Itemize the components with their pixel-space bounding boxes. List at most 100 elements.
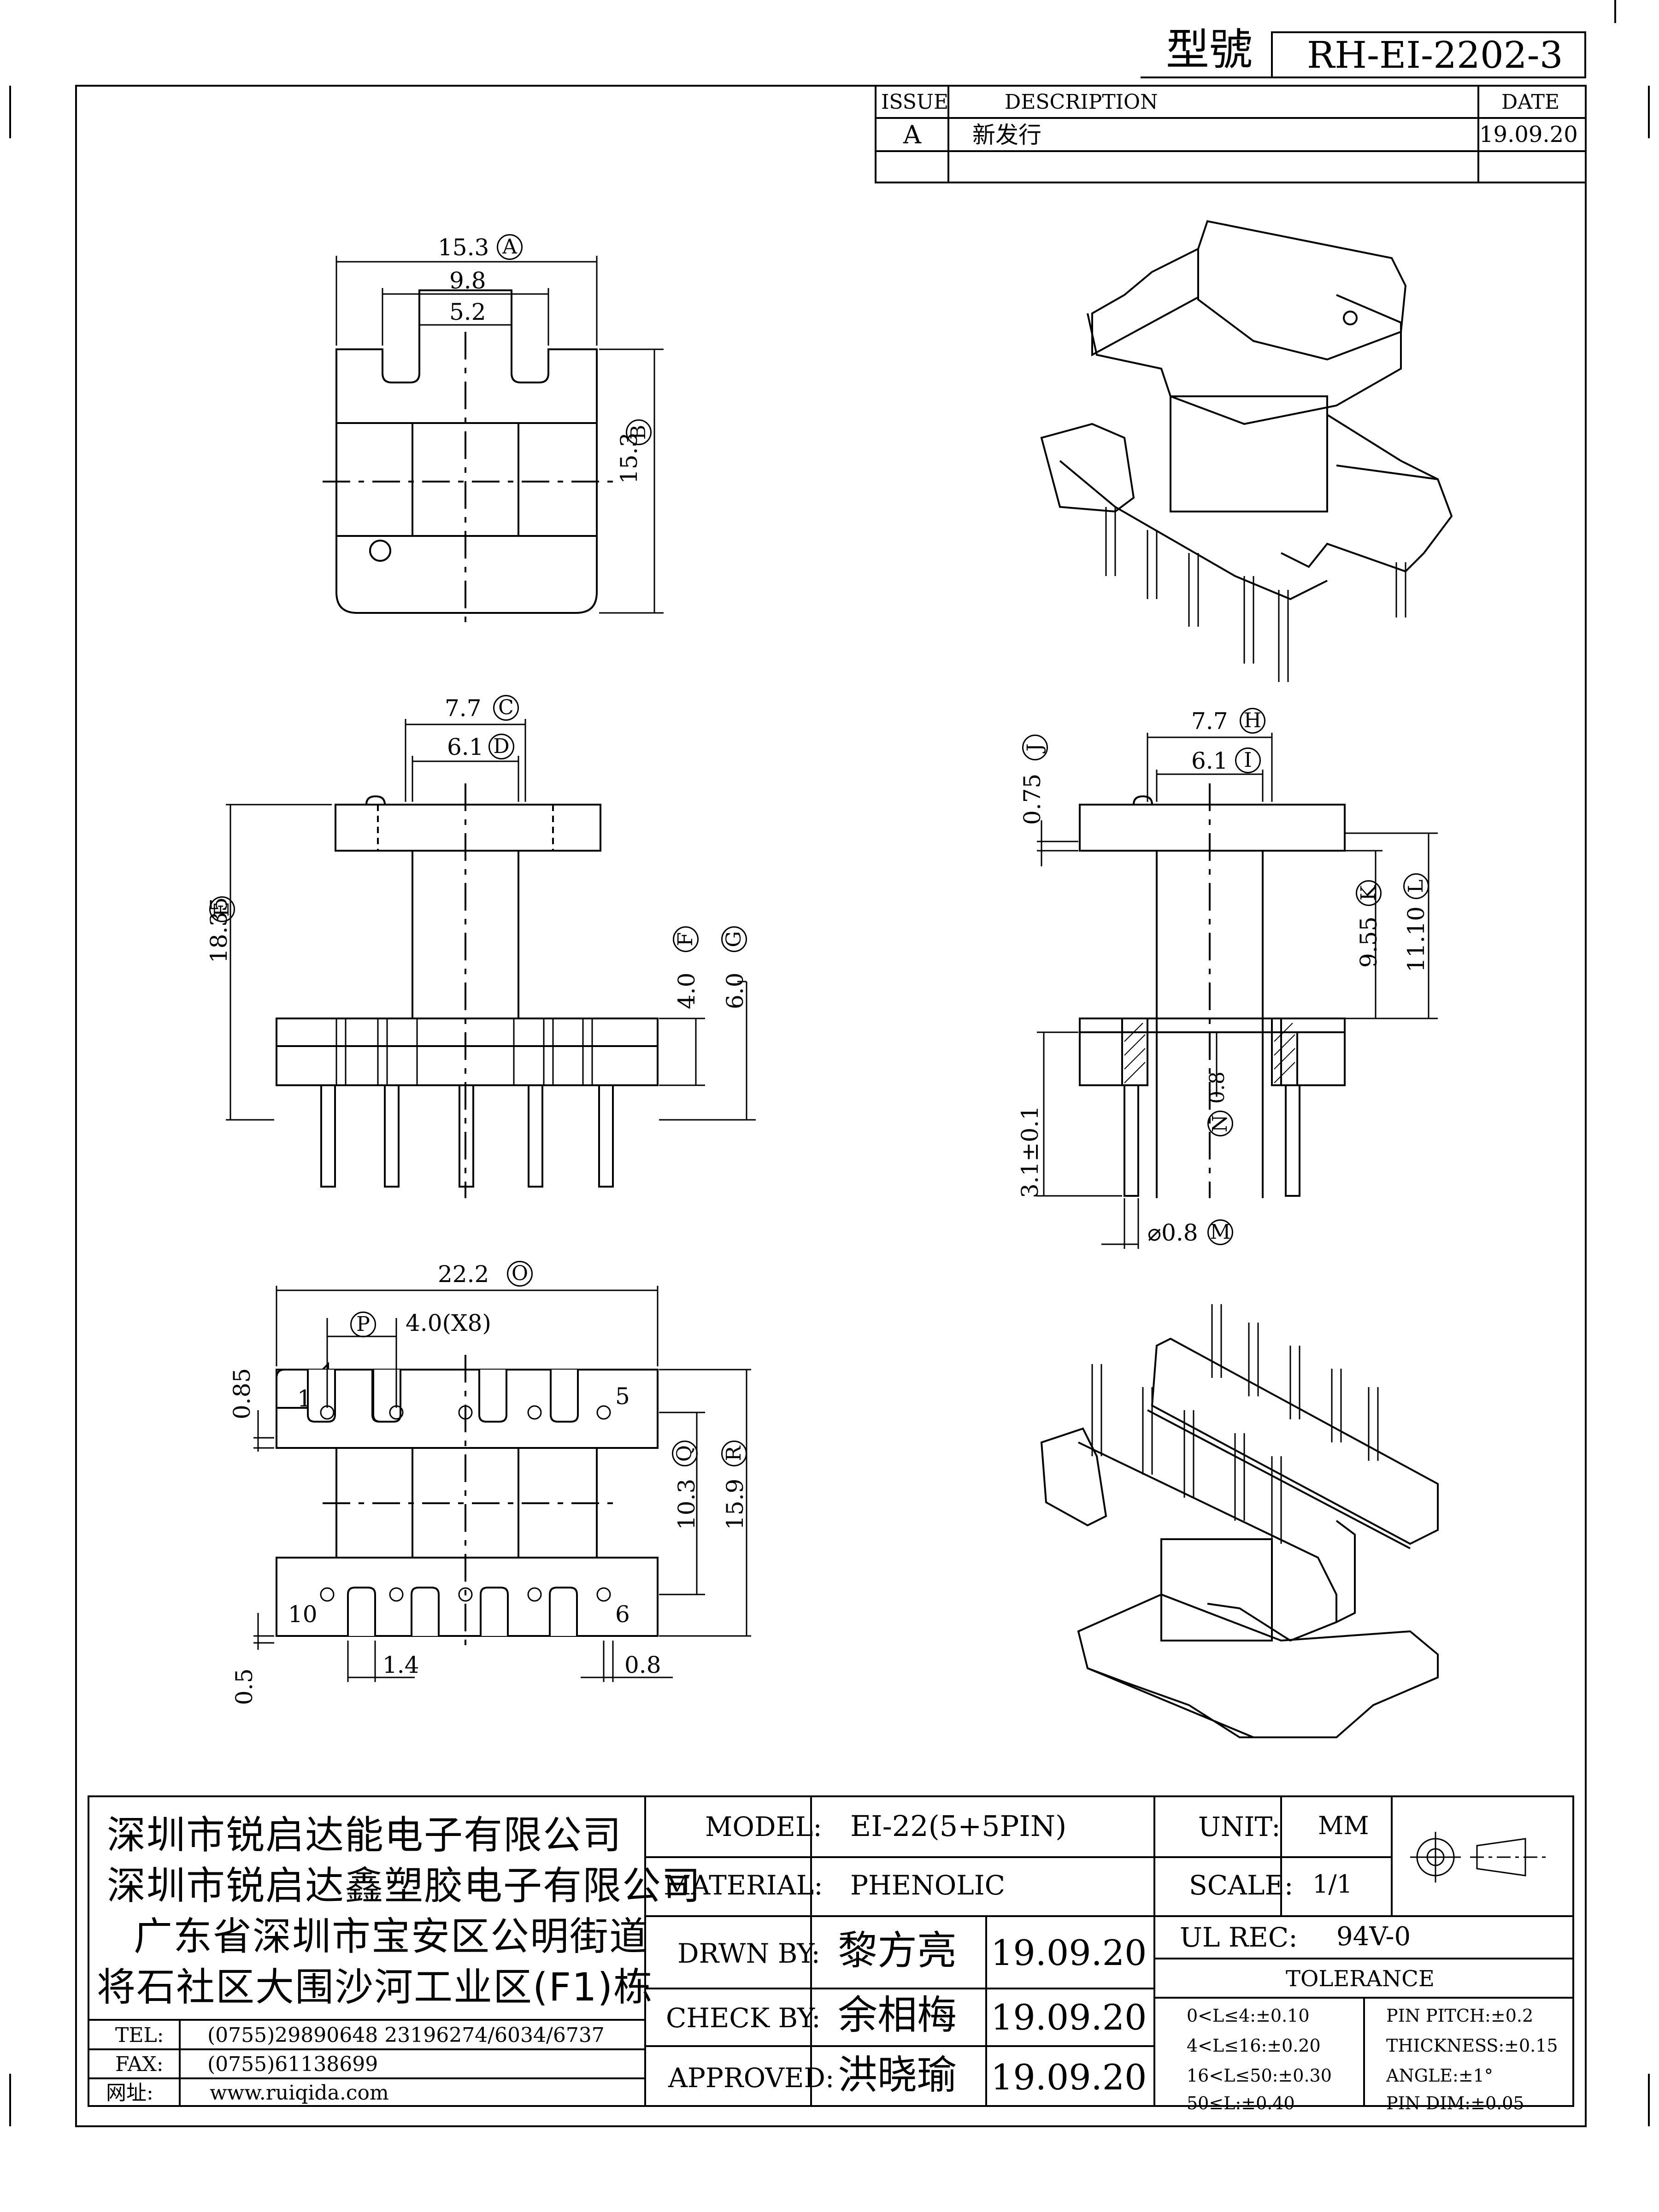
unit-label: UNIT: xyxy=(1198,1811,1281,1842)
pin-label-1: 1 xyxy=(297,1385,312,1412)
dim-f-value: 4.0 xyxy=(673,972,700,1009)
dim-f-ref: F xyxy=(673,926,699,952)
dim-l-value: 11.10 xyxy=(1403,906,1430,972)
company-line-3: 广东省深圳市宝安区公明街道 xyxy=(134,1914,649,1959)
dim-d-value: 6.1 xyxy=(447,734,484,760)
revision-col-description: DESCRIPTION xyxy=(1005,90,1158,114)
pin-label-10: 10 xyxy=(288,1601,318,1628)
dim-o-ref: O xyxy=(507,1261,533,1287)
model-number-label: 型號 xyxy=(1166,25,1253,75)
material-label: MATERIAL: xyxy=(664,1870,823,1901)
website-label: 网址: xyxy=(106,2081,153,2105)
model-number-value: RH-EI-2202-3 xyxy=(1307,34,1563,76)
tolerance-right-1: PIN PITCH:±0.2 xyxy=(1386,2006,1534,2026)
dim-c-ref: C xyxy=(493,695,519,721)
front-view xyxy=(276,783,659,1198)
material-value: PHENOLIC xyxy=(850,1870,1006,1901)
dim-r-value: 15.9 xyxy=(722,1478,748,1530)
drawn-by-name: 黎方亮 xyxy=(838,1928,957,1974)
pin-label-6: 6 xyxy=(615,1601,630,1628)
dim-i-ref: I xyxy=(1235,747,1261,773)
dim-h-value: 7.7 xyxy=(1191,708,1228,735)
dim-slot-width: 5.2 xyxy=(449,299,486,325)
dim-pin-offset: 0.5 xyxy=(231,1668,258,1705)
revision-date: 19.09.20 xyxy=(1479,122,1578,147)
dim-pin-width: 0.8 xyxy=(624,1652,661,1678)
dim-a-value: 15.3 xyxy=(438,234,489,261)
dim-q-ref: Q xyxy=(672,1441,698,1466)
revision-table xyxy=(875,85,1587,183)
dim-notch: 0.85 xyxy=(229,1368,255,1419)
dim-pin-length: 3.1±0.1 xyxy=(1017,1106,1043,1198)
ul-rec-value: 94V-0 xyxy=(1336,1922,1411,1952)
check-date: 19.09.20 xyxy=(991,1997,1147,2038)
dim-q-value: 10.3 xyxy=(673,1478,700,1530)
tolerance-title: TOLERANCE xyxy=(1286,1966,1435,1992)
check-by-label: CHECK BY: xyxy=(666,2002,821,2034)
unit-value: MM xyxy=(1318,1811,1369,1840)
company-line-2: 深圳市锐启达鑫塑胶电子有限公司 xyxy=(107,1863,702,1908)
pin1-marker-hole xyxy=(369,540,391,562)
dim-i-value: 6.1 xyxy=(1191,747,1228,774)
scale-label: SCALE: xyxy=(1189,1870,1294,1901)
check-by-name: 余相梅 xyxy=(838,1992,957,2038)
dim-o-value: 22.2 xyxy=(438,1261,489,1288)
model-label: MODEL: xyxy=(705,1811,822,1842)
dim-n-value: 0.8 xyxy=(1206,1071,1229,1104)
drawn-date: 19.09.20 xyxy=(991,1932,1147,1973)
model-number-box xyxy=(1271,31,1586,78)
projection-symbol-icon xyxy=(1410,1832,1548,1883)
tolerance-left-3: 16<L≤50:±0.30 xyxy=(1187,2065,1332,2086)
dim-b-ref: B xyxy=(626,419,652,445)
pin-label-5: 5 xyxy=(615,1383,630,1410)
drawn-by-label: DRWN BY: xyxy=(677,1938,820,1969)
dim-l-ref: L xyxy=(1403,873,1429,899)
dim-m-ref: M xyxy=(1207,1219,1233,1245)
revision-col-date: DATE xyxy=(1501,90,1560,114)
fax-label: FAX: xyxy=(115,2053,164,2076)
dim-inner-width: 9.8 xyxy=(449,267,486,294)
bottom-view xyxy=(276,1355,659,1650)
dim-n-ref: N xyxy=(1207,1111,1233,1136)
dim-r-ref: R xyxy=(721,1441,747,1466)
top-view-dims xyxy=(335,256,664,614)
dim-j-ref: J xyxy=(1022,735,1048,760)
dim-g-ref: G xyxy=(721,926,747,952)
dim-j-value: 0.75 xyxy=(1019,773,1046,825)
top-view xyxy=(323,289,613,627)
isometric-view-bottom xyxy=(1040,1304,1439,1738)
revision-col-issue: ISSUE xyxy=(881,90,949,114)
title-block xyxy=(88,1795,1574,2107)
drawing-frame xyxy=(75,85,1587,2127)
ul-rec-label: UL REC: xyxy=(1180,1922,1298,1953)
bottom-view-dims xyxy=(253,1286,751,1682)
dim-a-ref: A xyxy=(497,234,523,260)
dim-m-value: ⌀0.8 xyxy=(1147,1219,1198,1246)
approved-date: 19.09.20 xyxy=(991,2057,1147,2098)
tolerance-right-4: PIN DIM:±0.05 xyxy=(1386,2093,1524,2113)
tolerance-left-2: 4<L≤16:±0.20 xyxy=(1187,2036,1321,2056)
company-line-1: 深圳市锐启达能电子有限公司 xyxy=(107,1812,623,1858)
dim-slot-1-4: 1.4 xyxy=(382,1652,419,1678)
tel-value: (0755)29890648 23196274/6034/6737 xyxy=(207,2024,605,2047)
model-value: EI-22(5+5PIN) xyxy=(850,1809,1067,1843)
fax-value: (0755)61138699 xyxy=(207,2053,378,2076)
dim-c-value: 7.7 xyxy=(445,695,482,722)
dim-k-value: 9.55 xyxy=(1355,916,1382,968)
tolerance-right-2: THICKNESS:±0.15 xyxy=(1386,2036,1558,2056)
front-view-dims xyxy=(226,719,756,1121)
side-view-dims xyxy=(1037,733,1438,1249)
website-value: www.ruiqida.com xyxy=(210,2081,389,2105)
company-line-4: 将石社区大围沙河工业区(F1)栋 xyxy=(97,1965,653,2010)
dim-p-ref: P xyxy=(350,1312,376,1337)
tolerance-right-3: ANGLE:±1° xyxy=(1386,2065,1493,2086)
approved-name: 洪晓瑜 xyxy=(838,2052,957,2098)
dim-g-value: 6.0 xyxy=(722,972,748,1009)
dim-d-ref: D xyxy=(488,734,514,759)
tolerance-left-1: 0<L≤4:±0.10 xyxy=(1187,2006,1310,2026)
revision-issue-a: A xyxy=(903,120,921,149)
scale-value: 1/1 xyxy=(1312,1870,1353,1899)
dim-h-ref: H xyxy=(1240,708,1265,734)
tolerance-left-4: 50≤L:±0.40 xyxy=(1187,2093,1295,2113)
